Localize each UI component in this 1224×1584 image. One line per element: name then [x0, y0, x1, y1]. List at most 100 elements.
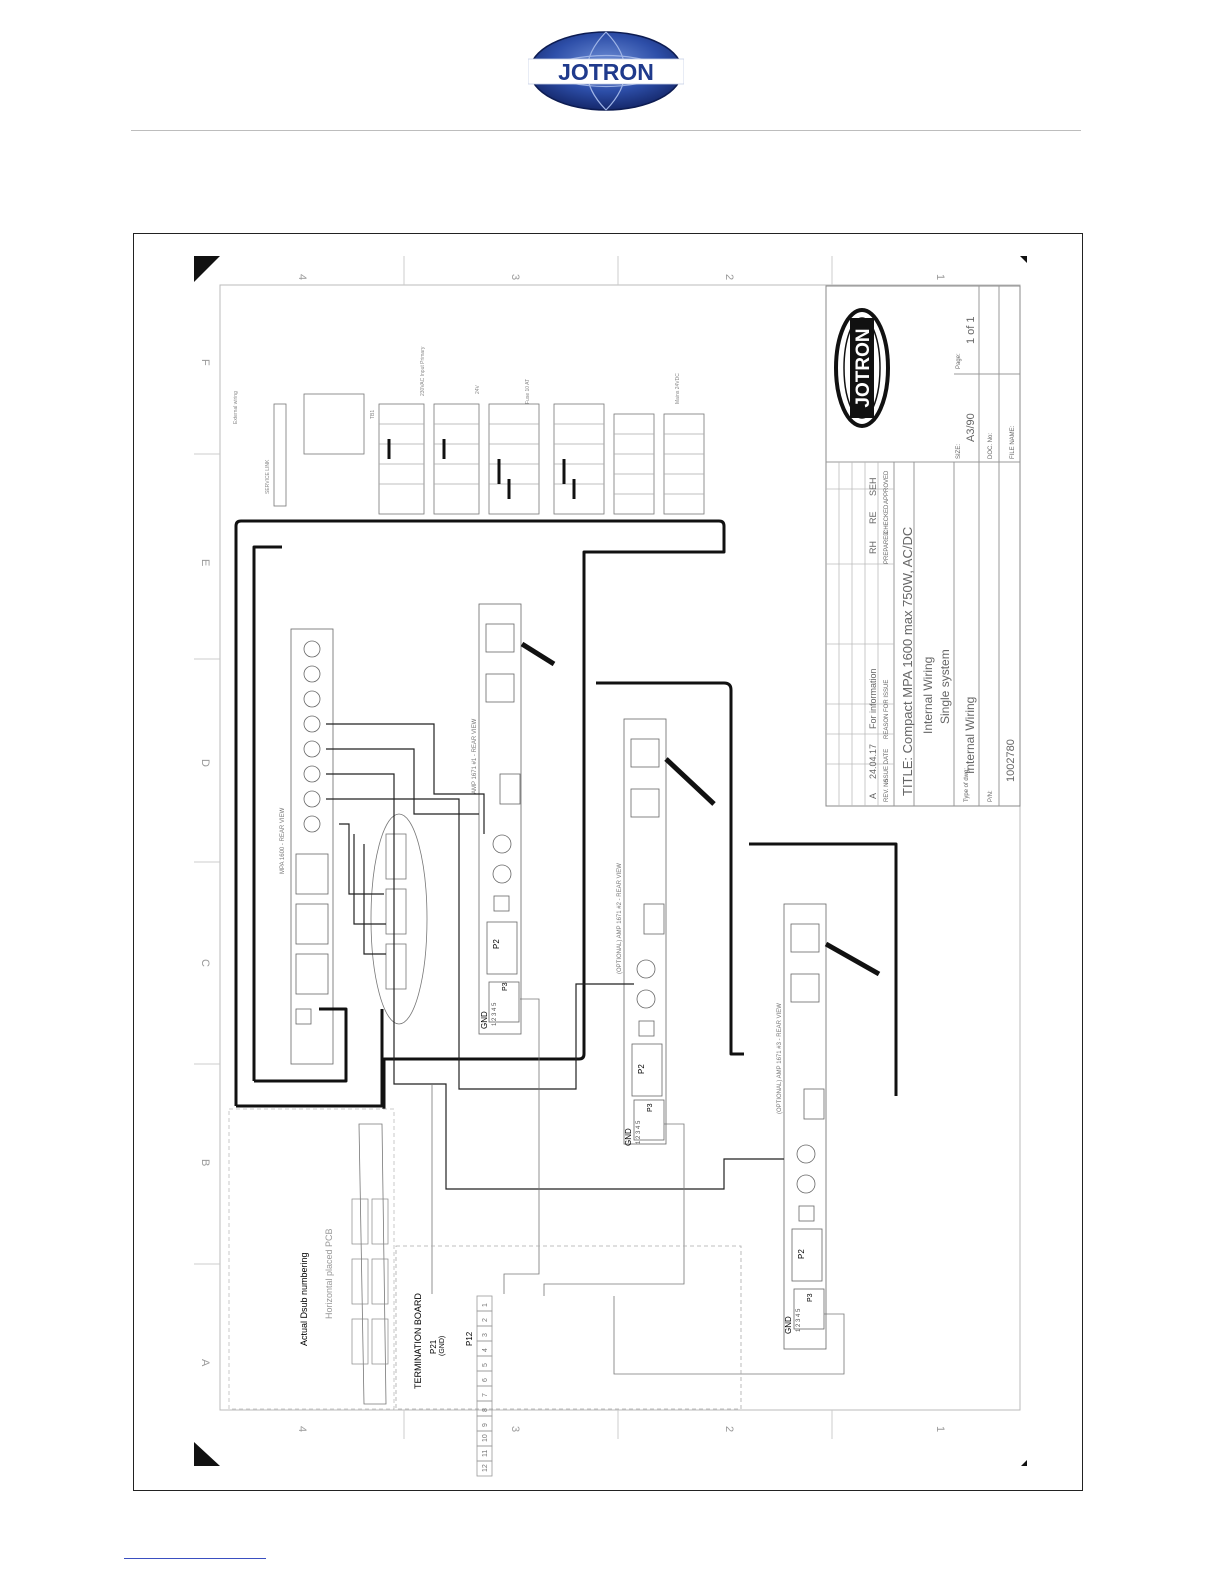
- svg-text:A: A: [868, 793, 878, 799]
- p21-label: P21: [429, 1339, 438, 1354]
- pcb-area-outline: [228, 1108, 395, 1410]
- termination-board-outline: [395, 1245, 742, 1410]
- svg-text:P/N:: P/N:: [988, 790, 994, 802]
- termination-feed-wires: [431, 998, 845, 1375]
- svg-text:2: 2: [723, 274, 735, 280]
- corner-mark-top-left: [194, 256, 220, 282]
- p21-gnd-label: (GND): [439, 1336, 446, 1356]
- svg-text:CHECKED: CHECKED: [884, 504, 890, 534]
- svg-text:JOTRON: JOTRON: [558, 59, 654, 85]
- amp2-p3-label: P3: [647, 1103, 654, 1112]
- amp-1671-1-rear-panel: [478, 603, 522, 1035]
- p12-pin-label-6: 6: [482, 1378, 489, 1382]
- corner-mark-bottom-left: [194, 1442, 220, 1466]
- p12-pin-label-10: 10: [482, 1434, 489, 1442]
- grid-numbers-top: 4 3 2 1: [296, 274, 946, 280]
- dsub-cluster-outline: [370, 813, 428, 1025]
- svg-text:RE: RE: [868, 511, 878, 524]
- jotron-logo: JOTRON: [527, 30, 685, 112]
- svg-text:1 of 1: 1 of 1: [965, 316, 977, 344]
- svg-text:D: D: [199, 759, 211, 767]
- amp-1671-3-rear-panel: [783, 903, 827, 1350]
- svg-text:E: E: [199, 559, 211, 566]
- mpa-rear-label: MPA 1600 - REAR VIEW: [280, 807, 286, 874]
- svg-text:B: B: [199, 1159, 211, 1166]
- svg-text:230VAC Input Primary: 230VAC Input Primary: [420, 346, 426, 396]
- p12-pin-label-3: 3: [482, 1333, 489, 1337]
- svg-text:24V: 24V: [475, 384, 481, 394]
- svg-text:3: 3: [509, 1426, 521, 1432]
- svg-text:Page:: Page:: [956, 353, 962, 369]
- mains-cables: [520, 641, 881, 977]
- grid-ticks: [194, 256, 833, 1439]
- svg-text:DOC. No:: DOC. No:: [988, 433, 994, 459]
- svg-text:TB1: TB1: [370, 410, 376, 419]
- svg-text:REASON FOR ISSUE: REASON FOR ISSUE: [884, 680, 890, 739]
- amp2-rear-label: (OPTIONAL) AMP 1671 #2 - REAR VIEW: [617, 863, 623, 974]
- svg-text:External wiring: External wiring: [233, 391, 239, 424]
- p12-pin-label-8: 8: [482, 1408, 489, 1412]
- amp2-gnd-label: GND: [624, 1128, 633, 1146]
- p12-pin-label-12: 12: [482, 1464, 489, 1472]
- svg-text:1: 1: [934, 1426, 946, 1432]
- svg-text:FILE NAME:: FILE NAME:: [1010, 425, 1016, 459]
- p12-pin-12: [476, 1460, 493, 1477]
- svg-text:A3/90: A3/90: [965, 413, 977, 442]
- horizontal-pcb-label: Horizontal placed PCB: [324, 1228, 334, 1319]
- part-number: 1002780: [1005, 739, 1017, 782]
- p12-pin-label-2: 2: [482, 1318, 489, 1322]
- svg-text:4: 4: [296, 1426, 308, 1432]
- title-block-text: TITLE: Compact MPA 1600 max 750W, AC/DC …: [868, 316, 1017, 802]
- grid-letters: A B C D E F: [199, 359, 211, 1367]
- amp3-gnd-label: GND: [784, 1316, 793, 1334]
- amp3-pin-numbers: 1 2 3 4 5: [796, 1308, 802, 1332]
- corner-mark-top-right: [1020, 256, 1027, 263]
- svg-text:1: 1: [934, 274, 946, 280]
- amp2-p2-label: P2: [637, 1064, 646, 1074]
- svg-text:4: 4: [296, 274, 308, 280]
- external-wiring-labels: External wiring SERVICE LINK TB1 230VAC …: [233, 346, 681, 494]
- inner-border: [219, 284, 1021, 1411]
- svg-text:Single system: Single system: [938, 649, 952, 724]
- footer-link-rule: [124, 1558, 266, 1559]
- svg-text:For information: For information: [868, 668, 878, 729]
- svg-text:SIZE:: SIZE:: [956, 444, 962, 459]
- p12-pin-label-11: 11: [482, 1450, 489, 1457]
- svg-text:2: 2: [723, 1426, 735, 1432]
- amp2-pin-numbers: 1 2 3 4 5: [636, 1120, 642, 1144]
- svg-text:Internal Wiring: Internal Wiring: [921, 657, 935, 734]
- p12-pin-label-4: 4: [482, 1348, 489, 1352]
- amp1-p2-label: P2: [492, 939, 501, 949]
- p12-pin-label-1: 1: [482, 1303, 489, 1307]
- svg-text:Type of dwg:: Type of dwg:: [964, 768, 970, 802]
- grid-numbers-bottom: 4 3 2 1: [296, 1426, 946, 1432]
- svg-text:Internal Wiring: Internal Wiring: [963, 697, 977, 774]
- actual-dsub-label: Actual Dsub numbering: [299, 1252, 309, 1346]
- amp1-p3-label: P3: [502, 982, 509, 991]
- p12-pin-label-9: 9: [482, 1423, 489, 1427]
- mpa-1600-rear-panel: [290, 628, 334, 1065]
- svg-text:24.04.17: 24.04.17: [868, 744, 878, 779]
- svg-text:PREPARED: PREPARED: [884, 531, 890, 564]
- wiring-diagram: 4 3 2 1 4 3 2 1 A B C D E F: [194, 256, 1027, 1477]
- p12-pin-label-7: 7: [482, 1393, 489, 1397]
- svg-text:SERVICE LINK: SERVICE LINK: [265, 459, 271, 494]
- svg-text:SEH: SEH: [868, 477, 878, 496]
- svg-text:RH: RH: [868, 541, 878, 554]
- header-rule: [131, 130, 1081, 131]
- p12-pin-label-5: 5: [482, 1363, 489, 1367]
- p12-label: P12: [465, 1331, 474, 1346]
- amp1-pin-numbers: 1 2 3 4 5: [492, 1002, 498, 1026]
- signal-wiring: [326, 723, 784, 1190]
- pcb-dsubs: [351, 1198, 389, 1365]
- svg-text:JOTRON: JOTRON: [853, 328, 874, 407]
- external-wiring-terminals: [273, 393, 705, 515]
- svg-text:REV. No: REV. No: [884, 779, 890, 802]
- wiring-diagram-frame: 4 3 2 1 4 3 2 1 A B C D E F: [133, 233, 1083, 1491]
- amp1-gnd-label: GND: [480, 1011, 489, 1029]
- amp3-p2-label: P2: [797, 1249, 806, 1259]
- svg-text:Fuse 10 AT: Fuse 10 AT: [525, 379, 531, 404]
- amp3-rear-label: (OPTIONAL) AMP 1671 #3 - REAR VIEW: [777, 1003, 783, 1114]
- amp-1671-2-rear-panel: [623, 718, 667, 1145]
